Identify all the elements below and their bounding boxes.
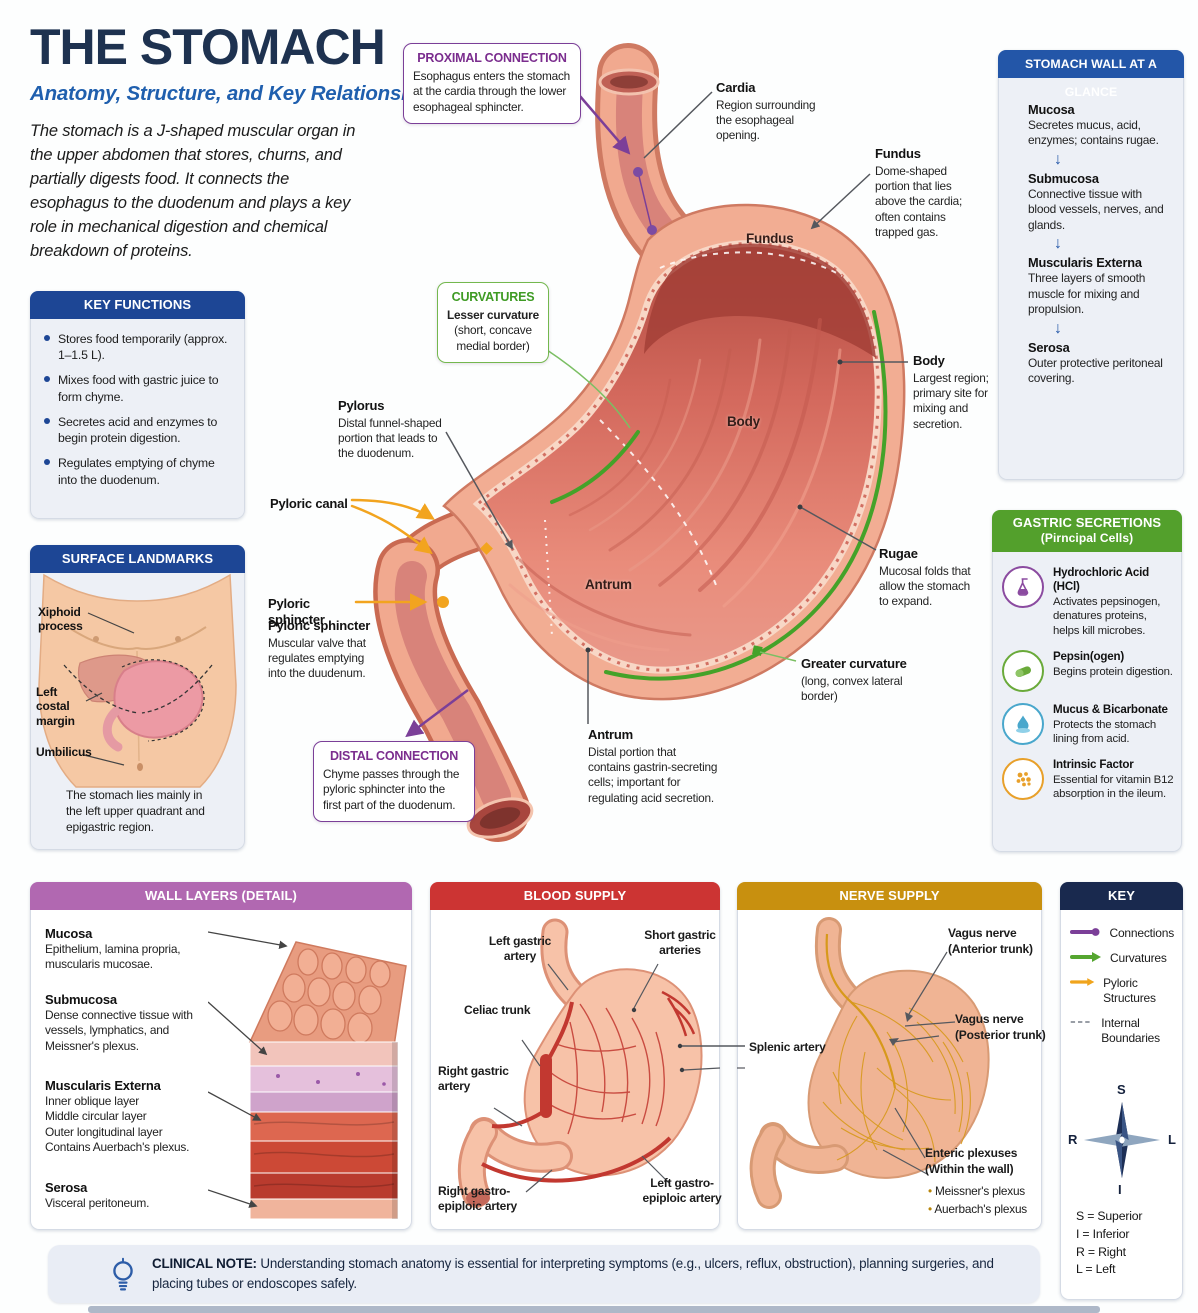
wall-layer-entry: Mucosa Epithelium, lamina propria, muscu… — [45, 926, 181, 972]
fundus-label: Fundus Dome-shaped portion that lies abo… — [875, 146, 963, 239]
key-function-item: Stores food temporarily (approx. 1–1.5 L… — [44, 331, 232, 363]
compass-r: R — [1068, 1132, 1078, 1147]
secretion-item: Pepsin(ogen)Begins protein digestion. — [1002, 649, 1174, 692]
page-title: THE STOMACH — [30, 19, 386, 75]
pyloric-sphincter-label: Pyloric sphincter Muscular valve that re… — [268, 618, 371, 681]
blood-supply-panel: BLOOD SUPPLY — [430, 882, 720, 1230]
body-inner-label: Body — [727, 414, 760, 429]
compass-s: S — [1117, 1082, 1126, 1097]
pyloric-canal-label: Pyloric canal — [270, 496, 348, 511]
key-panel: KEY Connections Curvatures Pyloric Struc… — [1060, 882, 1183, 1300]
glance-layer: Mucosa Secretes mucus, acid, enzymes; co… — [1028, 102, 1159, 148]
intro-paragraph: The stomach is a J-shaped muscular organ… — [30, 122, 356, 260]
down-arrow-icon: ↓ — [1054, 150, 1062, 168]
glance-layer: Serosa Outer protective peritoneal cover… — [1028, 339, 1163, 386]
glance-layer: Muscularis Externa Three layers of smoot… — [1028, 255, 1146, 317]
wall-layers-illustration — [208, 931, 407, 1220]
torso-illustration — [38, 573, 237, 788]
antrum-inner-label: Antrum — [585, 577, 632, 592]
distal-connection-box: DISTAL CONNECTION Chyme passes through t… — [313, 741, 475, 822]
nerve-supply-header: NERVE SUPPLY — [737, 882, 1042, 910]
key-function-item: Secretes acid and enzymes to begin prote… — [44, 414, 232, 446]
arrow-swatch-icon — [1070, 928, 1100, 936]
bullet-icon — [44, 417, 50, 424]
surface-caption: The stomach lies mainly in the left uppe… — [66, 788, 205, 835]
bullet-icon — [44, 459, 50, 466]
arrow-swatch-icon — [1070, 952, 1101, 962]
compass-icon — [1083, 1101, 1161, 1179]
proximal-connection-box: PROXIMAL CONNECTION Esophagus enters the… — [403, 43, 581, 124]
clinical-note-label: CLINICAL NOTE: — [152, 1256, 257, 1271]
dashed-swatch-icon — [1070, 1021, 1093, 1023]
clinical-note-text: CLINICAL NOTE: Understanding stomach ana… — [152, 1256, 994, 1292]
stomach-wall-header: STOMACH WALL AT A GLANCE — [998, 50, 1184, 99]
glance-layer: Submucosa Connective tissue with blood v… — [1028, 170, 1164, 232]
bullet-icon — [44, 376, 50, 383]
key-function-item: Mixes food with gastric juice to form ch… — [44, 372, 232, 404]
arrow-swatch-icon — [1070, 978, 1095, 986]
key-function-item: Regulates emptying of chyme into the duo… — [44, 455, 232, 487]
clinical-note-bar: CLINICAL NOTE: Understanding stomach ana… — [48, 1245, 1040, 1303]
compass-l: L — [1168, 1132, 1176, 1147]
wall-layers-panel: WALL LAYERS (DETAIL) Mucosa Epithelium, … — [30, 882, 412, 1230]
legend-pyloric: Pyloric Structures — [1070, 976, 1174, 1006]
key-header: KEY — [1060, 882, 1183, 910]
footer-strip — [88, 1306, 1100, 1313]
curvatures-box: CURVATURES Lesser curvature(short, conca… — [437, 282, 549, 363]
pyloric-sphincter-pointer-label: Pyloric sphincter — [268, 596, 325, 627]
fundus-inner-label: Fundus — [746, 231, 794, 246]
pepsin-icon — [1002, 649, 1044, 692]
pylorus-label: Pylorus Distal funnel-shaped portion tha… — [338, 398, 442, 461]
key-functions-header: KEY FUNCTIONS — [30, 291, 245, 319]
stomach-wall-panel: STOMACH WALL AT A GLANCE Mucosa Secretes… — [998, 50, 1184, 480]
gastric-secretions-header: GASTRIC SECRETIONS (Pirncipal Cells) — [992, 510, 1182, 552]
surface-landmarks-header: SURFACE LANDMARKS — [30, 545, 245, 573]
antrum-label: Antrum Distal portion that contains gast… — [588, 727, 718, 805]
flask-icon — [1002, 566, 1044, 608]
greater-curvature-label: Greater curvature (long, convex lateral … — [801, 656, 907, 703]
key-functions-panel: KEY FUNCTIONS Stores food temporarily (a… — [30, 291, 245, 519]
umbilicus-label: Umbilicus — [36, 745, 92, 759]
bullet-icon — [44, 335, 50, 341]
costal-margin-label: Left costal margin — [36, 685, 75, 728]
blood-supply-illustration — [457, 918, 720, 1208]
secretion-item: Hydrochloric Acid (HCl)Activates pepsino… — [1002, 566, 1174, 639]
xiphoid-label: Xiphoid process — [38, 605, 83, 634]
rugae-label: Rugae Mucosal folds that allow the stoma… — [879, 546, 971, 609]
cardia-label: Cardia Region surrounding the esophageal… — [716, 80, 816, 143]
legend-internal-boundaries: Internal Boundaries — [1070, 1016, 1174, 1046]
down-arrow-icon: ↓ — [1054, 235, 1062, 253]
granules-icon — [1002, 757, 1044, 800]
nerve-supply-illustration — [737, 917, 990, 1209]
wall-layers-header: WALL LAYERS (DETAIL) — [30, 882, 412, 910]
body-label: Body Largest region; primary site for mi… — [913, 353, 989, 431]
mucus-icon — [1002, 702, 1044, 745]
wall-layer-entry: Submucosa Dense connective tissue with v… — [45, 992, 193, 1053]
nerve-supply-panel: NERVE SUPPLY — [737, 882, 1042, 1230]
legend-connections: Connections — [1070, 926, 1174, 941]
down-arrow-icon: ↓ — [1054, 319, 1062, 337]
wall-layer-entry: Muscularis Externa Inner oblique layer M… — [45, 1078, 190, 1155]
wall-layer-entry: Serosa Visceral peritoneum. — [45, 1180, 150, 1210]
lightbulb-icon — [113, 1257, 133, 1291]
compass-i: I — [1118, 1182, 1122, 1197]
legend-curvatures: Curvatures — [1070, 951, 1174, 966]
gastric-secretions-panel: GASTRIC SECRETIONS (Pirncipal Cells) Hyd… — [992, 510, 1182, 852]
blood-supply-header: BLOOD SUPPLY — [430, 882, 720, 910]
surface-landmarks-panel: SURFACE LANDMARKS Xiphoid process Left c… — [30, 545, 245, 850]
compass-abbreviations: S = Superior I = Inferior R = Right L = … — [1076, 1209, 1143, 1277]
page-subtitle: Anatomy, Structure, and Key Relationship… — [30, 82, 443, 105]
